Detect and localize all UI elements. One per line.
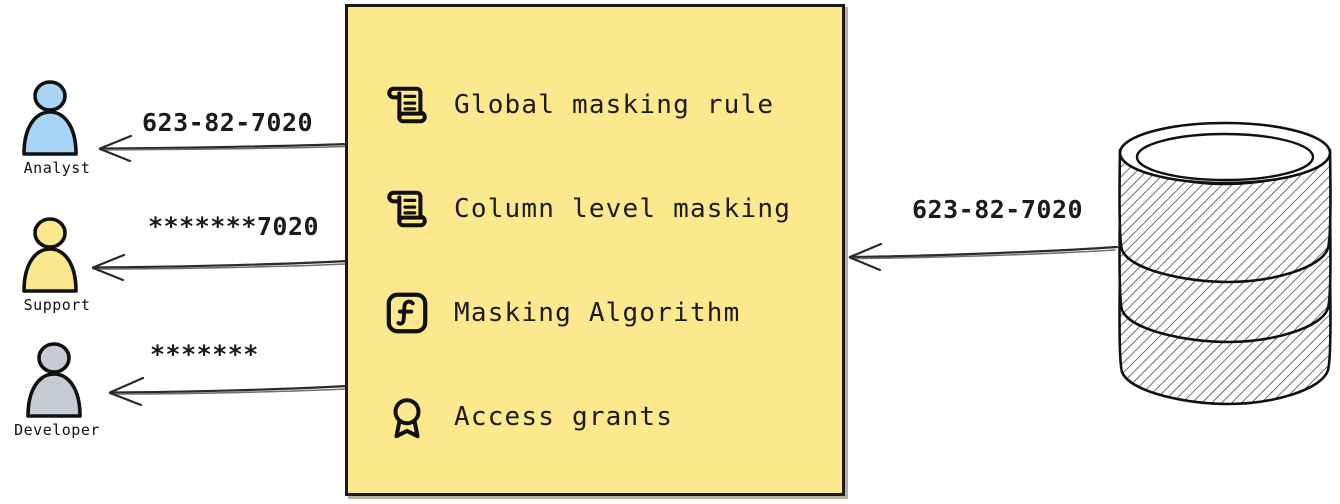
actor-developer-label: Developer: [14, 421, 100, 439]
flow-label-developer: *******: [150, 340, 259, 369]
scroll-icon: [387, 86, 427, 124]
policy-item-column-level-masking[interactable]: Column level masking: [384, 157, 842, 261]
policy-item-label: Column level masking: [454, 194, 792, 224]
person-icon: [22, 80, 78, 156]
arrow-left-icon: [848, 242, 1119, 272]
policy-item-label: Access grants: [454, 402, 674, 432]
policy-item-access-grants[interactable]: Access grants: [384, 365, 842, 469]
masking-policy-box[interactable]: Global masking rule Column level masking: [345, 4, 845, 496]
scroll-icon: [387, 190, 427, 228]
actor-developer[interactable]: Developer: [2, 340, 112, 439]
award-icon: [393, 398, 421, 439]
policy-item-list: Global masking rule Column level masking: [348, 7, 842, 493]
actor-analyst[interactable]: Analyst: [2, 78, 112, 177]
database-cylinder-icon[interactable]: [1108, 120, 1340, 410]
flow-label-database: 623-82-7020: [912, 195, 1084, 224]
arrow-left-icon: [98, 134, 349, 163]
flow-label-analyst: 623-82-7020: [142, 108, 314, 137]
policy-item-global-masking-rule[interactable]: Global masking rule: [384, 53, 842, 157]
arrow-left-icon: [91, 253, 349, 282]
person-icon: [26, 342, 82, 418]
actor-analyst-label: Analyst: [23, 159, 91, 177]
arrow-left-icon: [108, 376, 349, 407]
policy-item-masking-algorithm[interactable]: Masking Algorithm: [384, 261, 842, 365]
policy-item-label: Global masking rule: [454, 90, 775, 120]
actor-support[interactable]: Support: [2, 215, 112, 314]
flow-label-support: *******7020: [148, 212, 320, 241]
person-icon: [22, 217, 78, 293]
policy-item-label: Masking Algorithm: [454, 298, 741, 328]
actor-support-label: Support: [23, 296, 91, 314]
function-icon: [386, 292, 428, 334]
